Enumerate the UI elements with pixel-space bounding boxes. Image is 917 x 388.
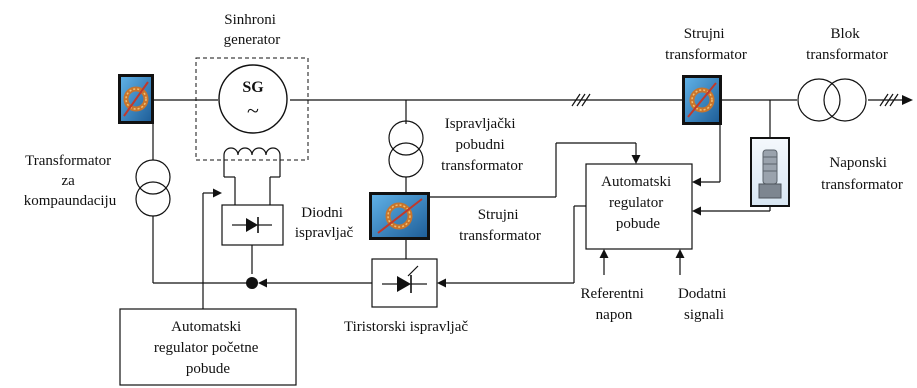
referentni-napon-label: Referentni napon: [580, 286, 647, 323]
main-bus: [153, 93, 913, 107]
three-phase-mark-1: [571, 93, 591, 107]
synchronous-generator: SG ~: [195, 57, 309, 168]
bus-output-arrow: [902, 95, 913, 105]
junction-node: [246, 277, 258, 289]
strujni-transformator-top-label: Strujni transformator: [665, 26, 747, 63]
automatic-voltage-regulator: [430, 124, 771, 275]
field-winding: [223, 147, 281, 156]
sg-wave: ~: [247, 98, 259, 123]
generator-circle: [218, 64, 288, 134]
generator-dashed-frame: [195, 57, 309, 161]
regulator-pocetne-label: Automatski regulator početne pobude: [154, 319, 262, 377]
tiristorski-ispravljac-label: Tiristorski ispravljač: [344, 319, 468, 335]
field-leads: [223, 168, 281, 205]
ct-photo-middle: [369, 192, 430, 259]
sinhroni-generator-label: Sinhroni generator: [224, 12, 281, 48]
excitation-transformer: [388, 100, 424, 193]
regulator-pobude-label: Automatski regulator pobude: [601, 174, 675, 232]
diode-rectifier: [221, 204, 284, 274]
naponski-transformator-label: Naponski transformator: [821, 155, 903, 193]
blok-transformator-label: Blok transformator: [806, 26, 888, 63]
ct-photo-left: [118, 74, 154, 124]
block-transformer: [797, 78, 867, 122]
ispravljacki-transformator-label: Ispravljački pobudni transformator: [441, 116, 523, 174]
vt-photo: [750, 100, 790, 207]
starting-excitation-regulator: [119, 188, 297, 386]
dodatni-signali-label: Dodatni signali: [678, 286, 730, 323]
three-phase-mark-2: [879, 93, 899, 107]
compounding-transformer: [135, 124, 247, 284]
thyristor-rectifier: [258, 206, 575, 308]
kompaundacija-label: Transformator za kompaundaciju: [24, 153, 117, 209]
sg-symbol: SG: [242, 79, 264, 96]
ct-photo-top: [682, 75, 722, 125]
strujni-transformator-mid-label: Strujni transformator: [459, 207, 541, 244]
diodni-ispravljac-label: Diodni ispravljač: [295, 205, 354, 241]
